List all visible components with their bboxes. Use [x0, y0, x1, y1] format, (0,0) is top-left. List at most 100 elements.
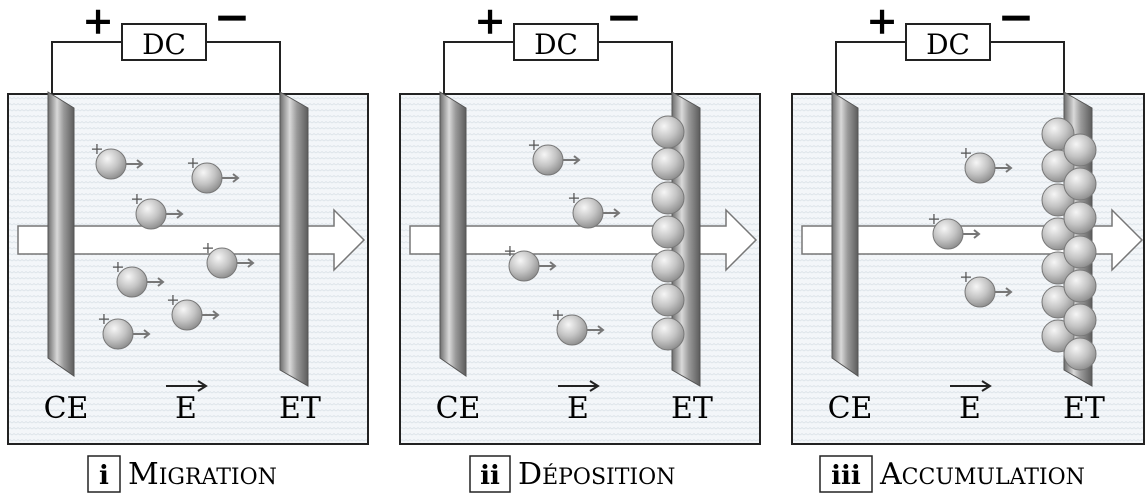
drift-arrow [563, 155, 581, 165]
ion-group: + + + + [503, 135, 621, 346]
panel-deposition: DC + − + + + + CE E ET ii DÉPOSITION [399, 0, 761, 493]
deposited-atom [1063, 201, 1097, 235]
target-electrode [279, 91, 309, 387]
counter-electrode [47, 91, 75, 377]
charge-sign: + [186, 153, 199, 172]
cation: + [551, 305, 605, 346]
counter-electrode-label: CE [436, 391, 481, 426]
charge-sign: + [567, 188, 580, 207]
drift-arrow [202, 310, 220, 320]
drift-arrow [133, 329, 151, 339]
deposited-atom [651, 249, 685, 283]
drift-arrow [587, 325, 605, 335]
panel-accumulation: DC + − + + + CE E ET iii ACCUMULATION [791, 0, 1145, 493]
positive-terminal-sign: + [474, 0, 506, 43]
drift-arrow [995, 287, 1013, 297]
dc-source-box [905, 23, 991, 61]
dc-source-box [513, 23, 599, 61]
deposited-atom [1063, 167, 1097, 201]
field-label: E [175, 391, 197, 426]
panel-index: i [99, 461, 109, 491]
charge-sign: + [201, 238, 214, 257]
field-label: E [567, 391, 589, 426]
positive-terminal-sign: + [82, 0, 114, 43]
drift-arrow [539, 261, 557, 271]
cation: + [130, 189, 184, 230]
deposited-atom [1063, 269, 1097, 303]
cation: + [166, 290, 220, 331]
cation: + [503, 241, 557, 282]
deposited-atom [1063, 337, 1097, 371]
charge-sign: + [97, 309, 110, 328]
panel-caption: MIGRATION [128, 457, 277, 492]
circuit-wire [443, 41, 673, 96]
deposited-atom [651, 181, 685, 215]
cation: + [927, 209, 981, 250]
charge-sign: + [927, 209, 940, 228]
dc-source-label: DC [534, 28, 578, 61]
cation: + [959, 143, 1013, 184]
panel-index: ii [480, 461, 500, 491]
negative-terminal-sign: − [214, 0, 251, 43]
charge-sign: + [959, 267, 972, 286]
cation: + [201, 238, 255, 279]
counter-electrode-label: CE [44, 391, 89, 426]
ion-group: + + + [927, 143, 1013, 308]
panel-index-box [87, 455, 121, 493]
panel-index-box [819, 455, 873, 493]
dc-source-box [121, 23, 207, 61]
panel-index-box [469, 455, 511, 493]
drift-arrow [237, 258, 255, 268]
charge-sign: + [959, 143, 972, 162]
panel-caption: ACCUMULATION [879, 457, 1085, 492]
panel-caption: DÉPOSITION [518, 457, 675, 492]
charge-sign: + [527, 135, 540, 154]
field-vector-arrow [558, 380, 600, 392]
panel-migration: DC + − + + + + + + + CE E ET i MIGRATION [7, 0, 369, 493]
drift-arrow [222, 173, 240, 183]
panel-index: iii [831, 461, 861, 491]
cation: + [186, 153, 240, 194]
counter-electrode [831, 91, 859, 377]
negative-terminal-sign: − [998, 0, 1035, 43]
charge-sign: + [503, 241, 516, 260]
charge-sign: + [551, 305, 564, 324]
charge-sign: + [166, 290, 179, 309]
dc-source-label: DC [142, 28, 186, 61]
deposited-atom [651, 147, 685, 181]
circuit-wire [835, 41, 1065, 96]
target-electrode-label: ET [671, 391, 713, 426]
target-electrode-label: ET [279, 391, 321, 426]
drift-arrow [126, 159, 144, 169]
field-vector-arrow [166, 380, 208, 392]
ion-group: + + + + + + + [90, 139, 255, 350]
deposited-atom [1063, 303, 1097, 337]
deposited-atom [651, 215, 685, 249]
deposited-layer [651, 115, 685, 351]
cation: + [90, 139, 144, 180]
drift-arrow [166, 209, 184, 219]
charge-sign: + [90, 139, 103, 158]
deposited-atom [651, 283, 685, 317]
cation: + [959, 267, 1013, 308]
drift-arrow [603, 208, 621, 218]
charge-sign: + [130, 189, 143, 208]
dc-source-label: DC [926, 28, 970, 61]
deposited-atom [651, 115, 685, 149]
drift-arrow [963, 229, 981, 239]
deposited-layer [1041, 117, 1097, 371]
drift-arrow [147, 277, 165, 287]
field-vector-arrow [950, 380, 992, 392]
cation: + [111, 257, 165, 298]
cation: + [567, 188, 621, 229]
target-electrode-label: ET [1063, 391, 1105, 426]
cation: + [97, 309, 151, 350]
field-label: E [959, 391, 981, 426]
drift-arrow [995, 163, 1013, 173]
negative-terminal-sign: − [606, 0, 643, 43]
counter-electrode-label: CE [828, 391, 873, 426]
charge-sign: + [111, 257, 124, 276]
deposited-atom [651, 317, 685, 351]
cation: + [527, 135, 581, 176]
